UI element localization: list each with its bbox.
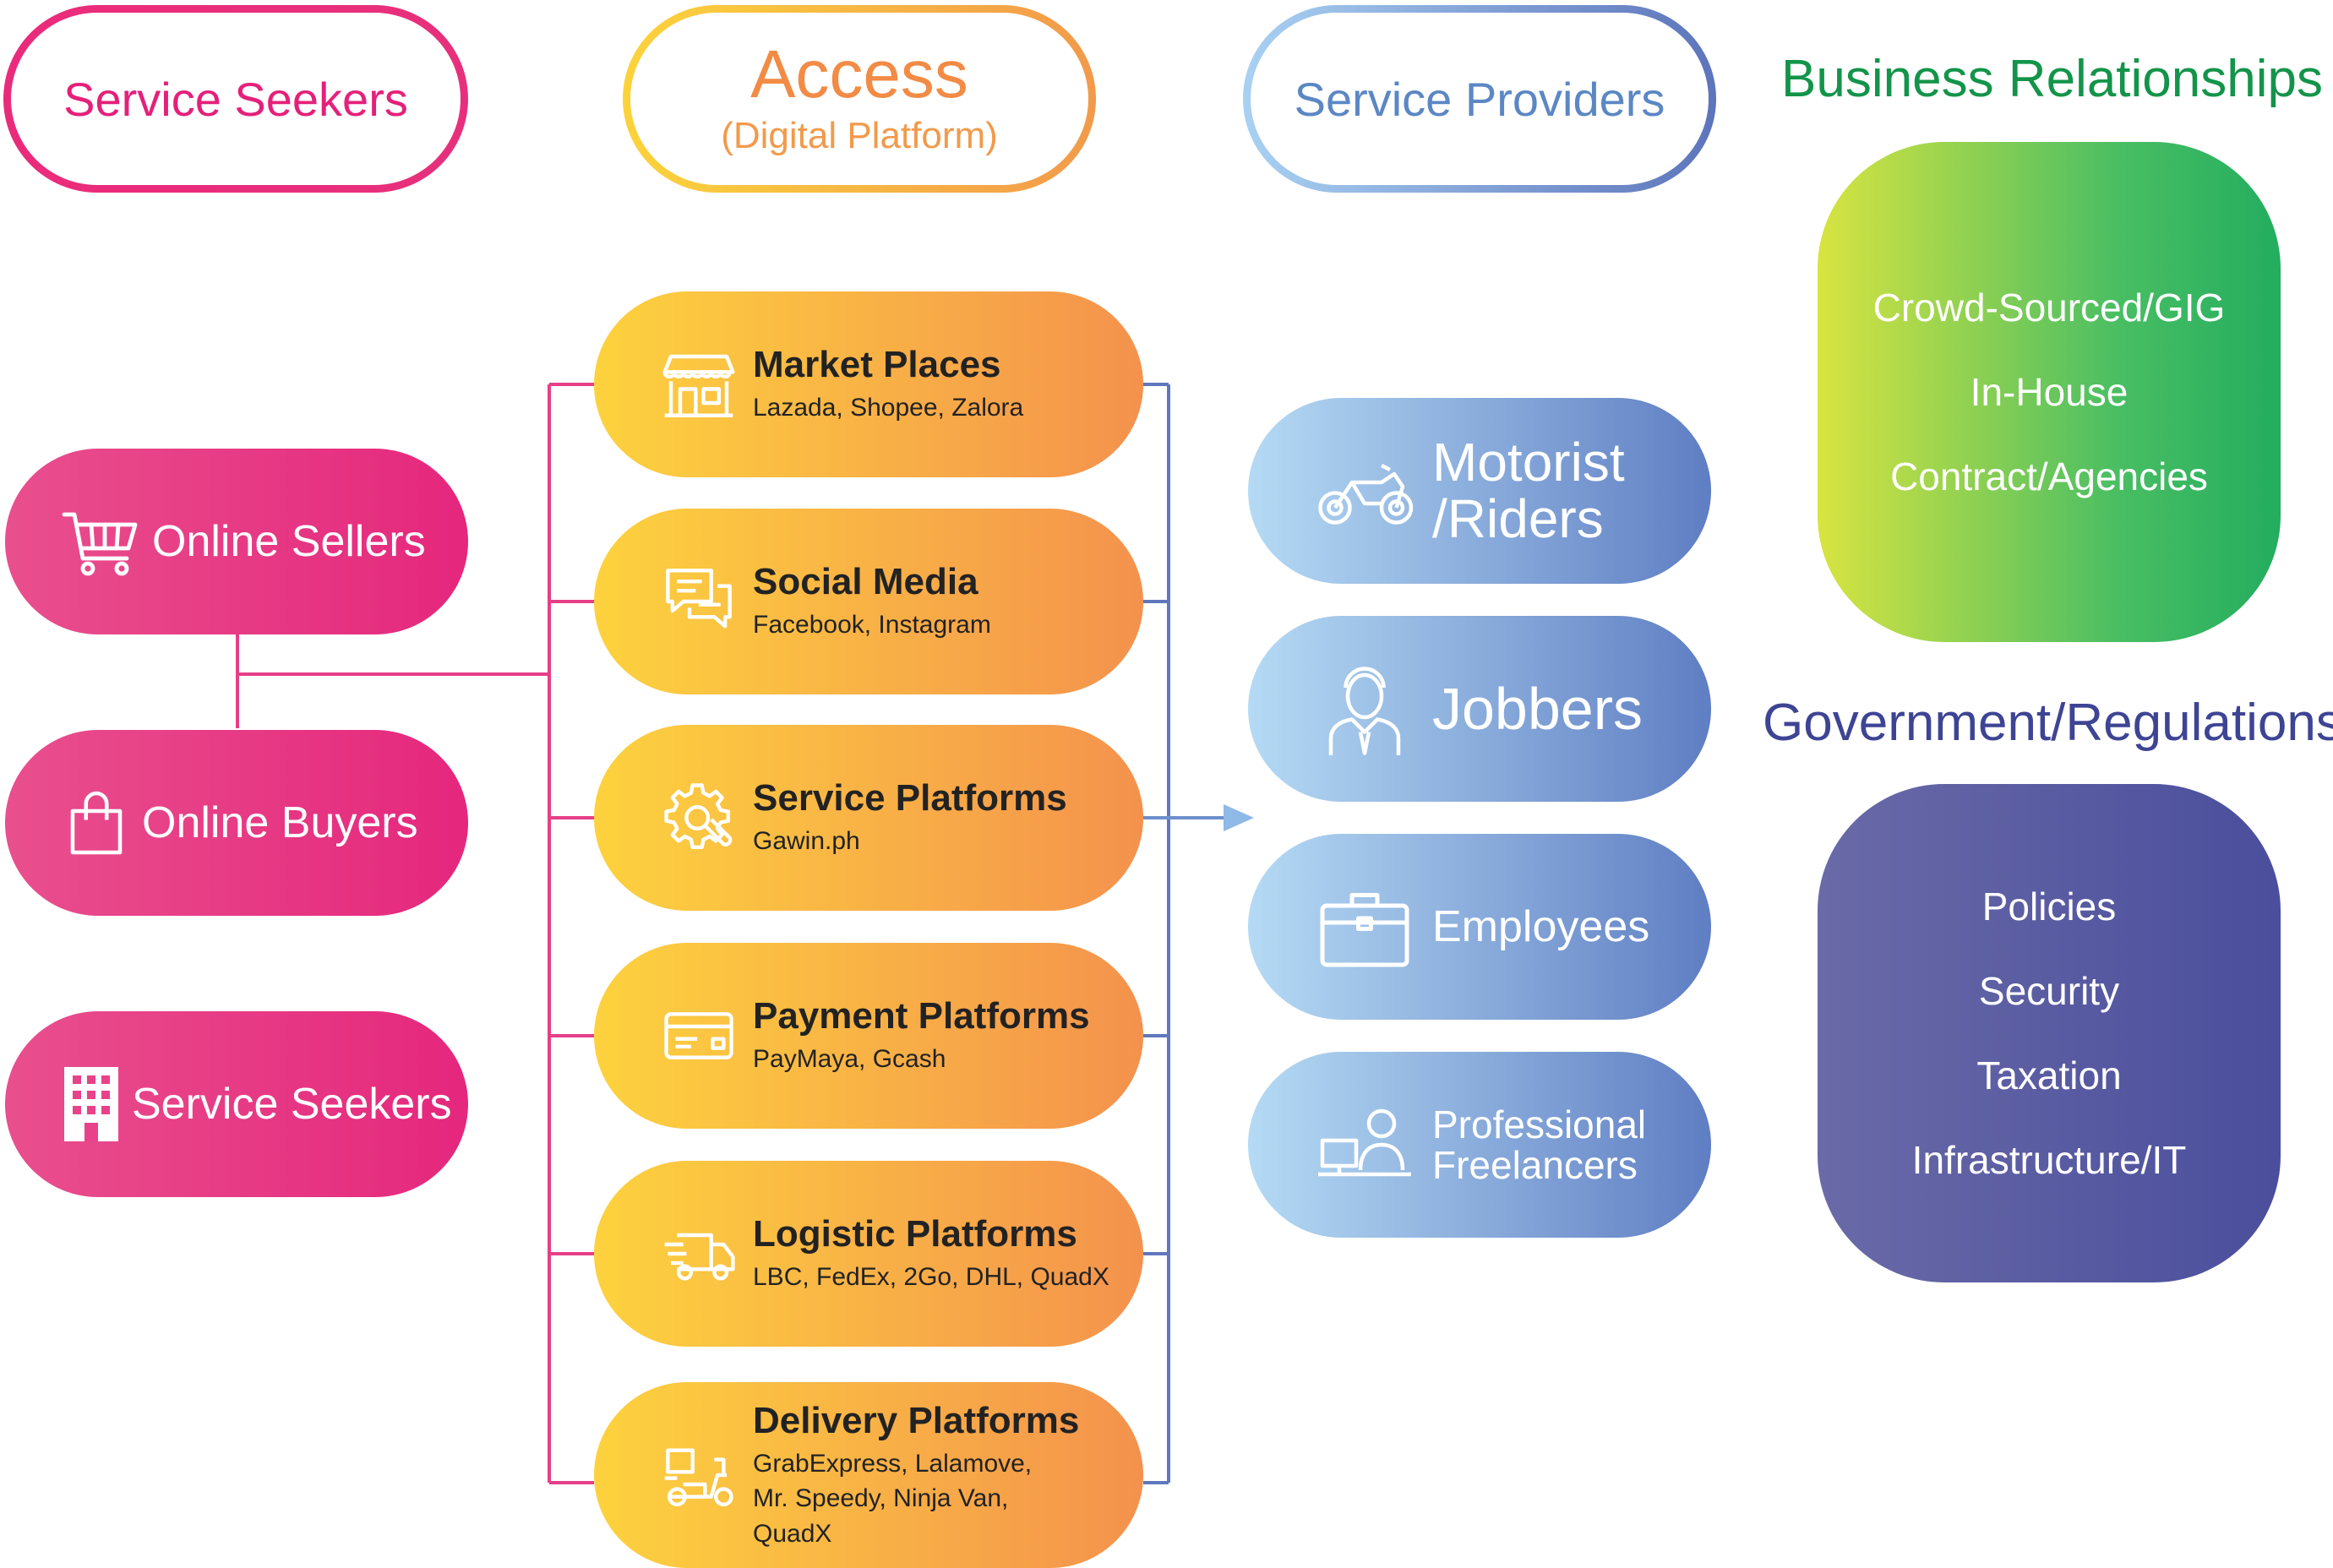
delivery-truck-icon (662, 1217, 736, 1291)
government-item: Security (1978, 969, 2120, 1013)
platform-title: Service Platforms (753, 777, 1067, 819)
provider-professional-freelancers: Professional Freelancers (1248, 1052, 1711, 1238)
government-item: Infrastructure/IT (1911, 1138, 2187, 1182)
worker-person-icon (1314, 658, 1415, 760)
service-providers-header-label: Service Providers (1294, 72, 1665, 126)
platform-subtitle: PayMaya, Gcash (753, 1045, 946, 1074)
shopping-bag-icon (61, 787, 132, 858)
business-item: Contract/Agencies (1890, 455, 2208, 498)
chat-bubbles-icon (662, 564, 736, 639)
government-item: Policies (1981, 885, 2117, 928)
business-item: Crowd-Sourced/GIG (1872, 286, 2226, 329)
provider-label: Employees (1432, 902, 1650, 951)
platform-logistic-platforms: Logistic Platforms LBC, FedEx, 2Go, DHL,… (594, 1161, 1143, 1347)
platform-title: Delivery Platforms (753, 1399, 1080, 1441)
service-seekers-header-label: Service Seekers (63, 72, 408, 126)
business-relationships-box: Crowd-Sourced/GIG In-House Contract/Agen… (1818, 142, 2281, 642)
platform-social-media: Social Media Facebook, Instagram (594, 509, 1143, 694)
platform-delivery-platforms: Delivery Platforms GrabExpress, Lalamove… (594, 1382, 1143, 1568)
delivery-scooter-icon (662, 1438, 736, 1512)
seeker-label: Service Seekers (132, 1080, 452, 1129)
access-header: Access (Digital Platform) (623, 5, 1096, 193)
motorcycle-icon (1314, 440, 1415, 542)
seeker-online-sellers: Online Sellers (5, 449, 468, 634)
provider-label-line: Motorist (1432, 431, 1625, 493)
provider-jobbers: Jobbers (1248, 616, 1711, 802)
briefcase-icon (1314, 876, 1415, 977)
seeker-label: Online Sellers (152, 517, 426, 566)
government-item: Taxation (1976, 1054, 2122, 1097)
credit-card-icon (662, 999, 736, 1073)
service-providers-header: Service Providers (1243, 5, 1716, 193)
storefront-icon (662, 347, 736, 422)
business-item: In-House (1970, 370, 2129, 414)
provider-label: Jobbers (1432, 676, 1643, 742)
platform-title: Market Places (753, 344, 1001, 386)
arrow-to-providers (1143, 804, 1254, 831)
platform-subtitle: Gawin.ph (753, 827, 860, 856)
gear-wrench-icon (662, 781, 736, 855)
platform-subtitle-line: GrabExpress, Lalamove, (753, 1449, 1033, 1478)
platform-title: Logistic Platforms (753, 1213, 1077, 1255)
business-relationships-title: Business Relationships (1781, 50, 2324, 108)
platform-subtitle-line: Mr. Speedy, Ninja Van, (753, 1484, 1009, 1513)
seeker-service-seekers: Service Seekers (5, 1011, 468, 1197)
building-icon (61, 1064, 122, 1145)
provider-label-line: Freelancers (1432, 1143, 1638, 1187)
access-header-title: Access (750, 36, 968, 112)
platform-title: Payment Platforms (753, 995, 1090, 1037)
seeker-label: Online Buyers (142, 798, 418, 847)
provider-employees: Employees (1248, 834, 1711, 1020)
seeker-online-buyers: Online Buyers (5, 730, 468, 916)
platform-title: Social Media (753, 561, 978, 603)
platform-subtitle: Lazada, Shopee, Zalora (753, 394, 1024, 422)
provider-label-line: /Riders (1432, 488, 1604, 549)
shopping-cart-icon (61, 501, 142, 582)
access-header-subtitle: (Digital Platform) (721, 115, 998, 156)
platform-subtitle-line: QuadX (753, 1519, 832, 1548)
provider-label-line: Professional (1432, 1102, 1647, 1146)
platform-subtitle: LBC, FedEx, 2Go, DHL, QuadX (753, 1263, 1109, 1292)
platform-service-platforms: Service Platforms Gawin.ph (594, 725, 1143, 911)
provider-motorist-riders: Motorist /Riders (1248, 398, 1711, 584)
platform-market-places: Market Places Lazada, Shopee, Zalora (594, 291, 1143, 477)
service-seekers-header: Service Seekers (3, 5, 468, 193)
platform-payment-platforms: Payment Platforms PayMaya, Gcash (594, 943, 1143, 1129)
government-regulations-title: Government/Regulations (1763, 694, 2333, 752)
freelancer-at-desk-icon (1314, 1094, 1415, 1195)
government-regulations-box: Policies Security Taxation Infrastructur… (1818, 784, 2281, 1282)
platform-subtitle: Facebook, Instagram (753, 611, 991, 640)
